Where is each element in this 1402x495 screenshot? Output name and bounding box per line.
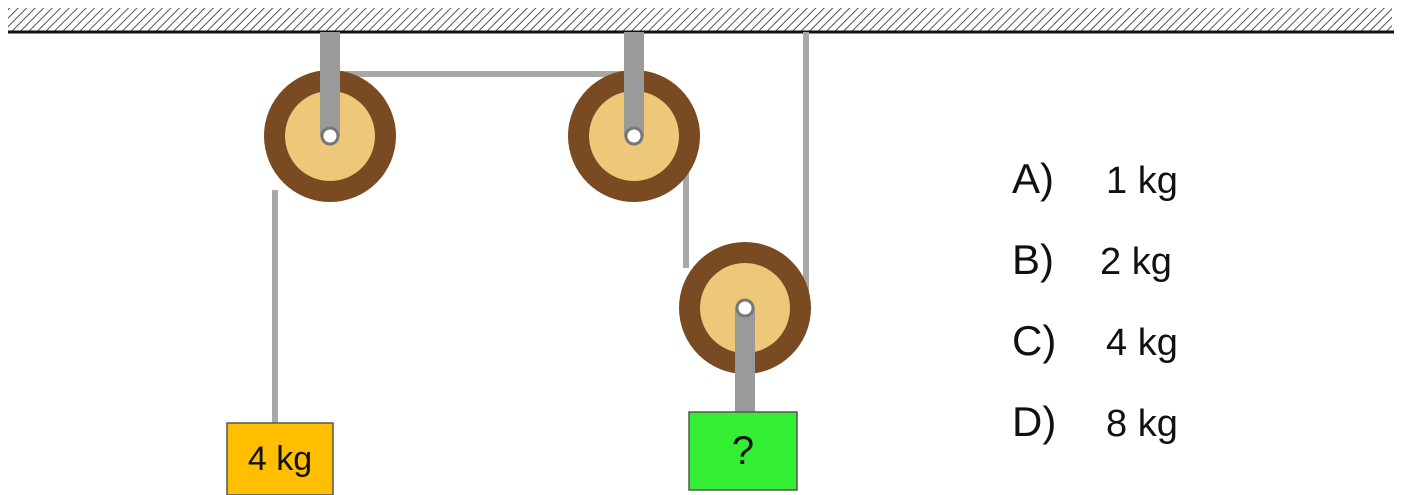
pulley-left-axle bbox=[320, 126, 340, 146]
ropes bbox=[272, 32, 809, 423]
option-a-letter: A) bbox=[1012, 155, 1054, 202]
option-a-value: 1 kg bbox=[1106, 160, 1178, 202]
known-mass-block: 4 kg bbox=[226, 422, 334, 495]
option-b-letter: B) bbox=[1012, 236, 1054, 283]
ceiling bbox=[8, 8, 1394, 34]
pulley-left-rod bbox=[320, 70, 340, 136]
unknown-mass-box bbox=[688, 411, 798, 491]
option-d-value: 8 kg bbox=[1106, 403, 1178, 445]
option-c-value: 4 kg bbox=[1106, 322, 1178, 364]
pulley-lower-axle bbox=[735, 298, 755, 318]
option-a[interactable]: A) 1 kg bbox=[1012, 155, 1178, 202]
option-b[interactable]: B) 2 kg bbox=[1012, 236, 1172, 283]
option-c[interactable]: C) 4 kg bbox=[1012, 317, 1178, 364]
answer-options: A) 1 kg B) 2 kg C) 4 kg D) 8 kg bbox=[1012, 155, 1178, 445]
option-b-value: 2 kg bbox=[1100, 241, 1172, 283]
pulley-middle bbox=[568, 70, 700, 202]
unknown-mass-label: ? bbox=[732, 429, 754, 473]
ceiling-hatching bbox=[8, 8, 1392, 32]
pulley-middle-axle bbox=[624, 126, 644, 146]
pulley-lower-rod bbox=[735, 308, 755, 414]
known-mass-box bbox=[226, 422, 334, 495]
known-mass-label: 4 kg bbox=[248, 440, 312, 478]
pulley-left bbox=[264, 70, 396, 202]
unknown-mass-block: ? bbox=[688, 411, 798, 491]
pulley-lower bbox=[679, 242, 811, 414]
option-d[interactable]: D) 8 kg bbox=[1012, 398, 1178, 445]
option-d-letter: D) bbox=[1012, 398, 1056, 445]
pulley-middle-rod bbox=[624, 70, 644, 136]
option-c-letter: C) bbox=[1012, 317, 1056, 364]
